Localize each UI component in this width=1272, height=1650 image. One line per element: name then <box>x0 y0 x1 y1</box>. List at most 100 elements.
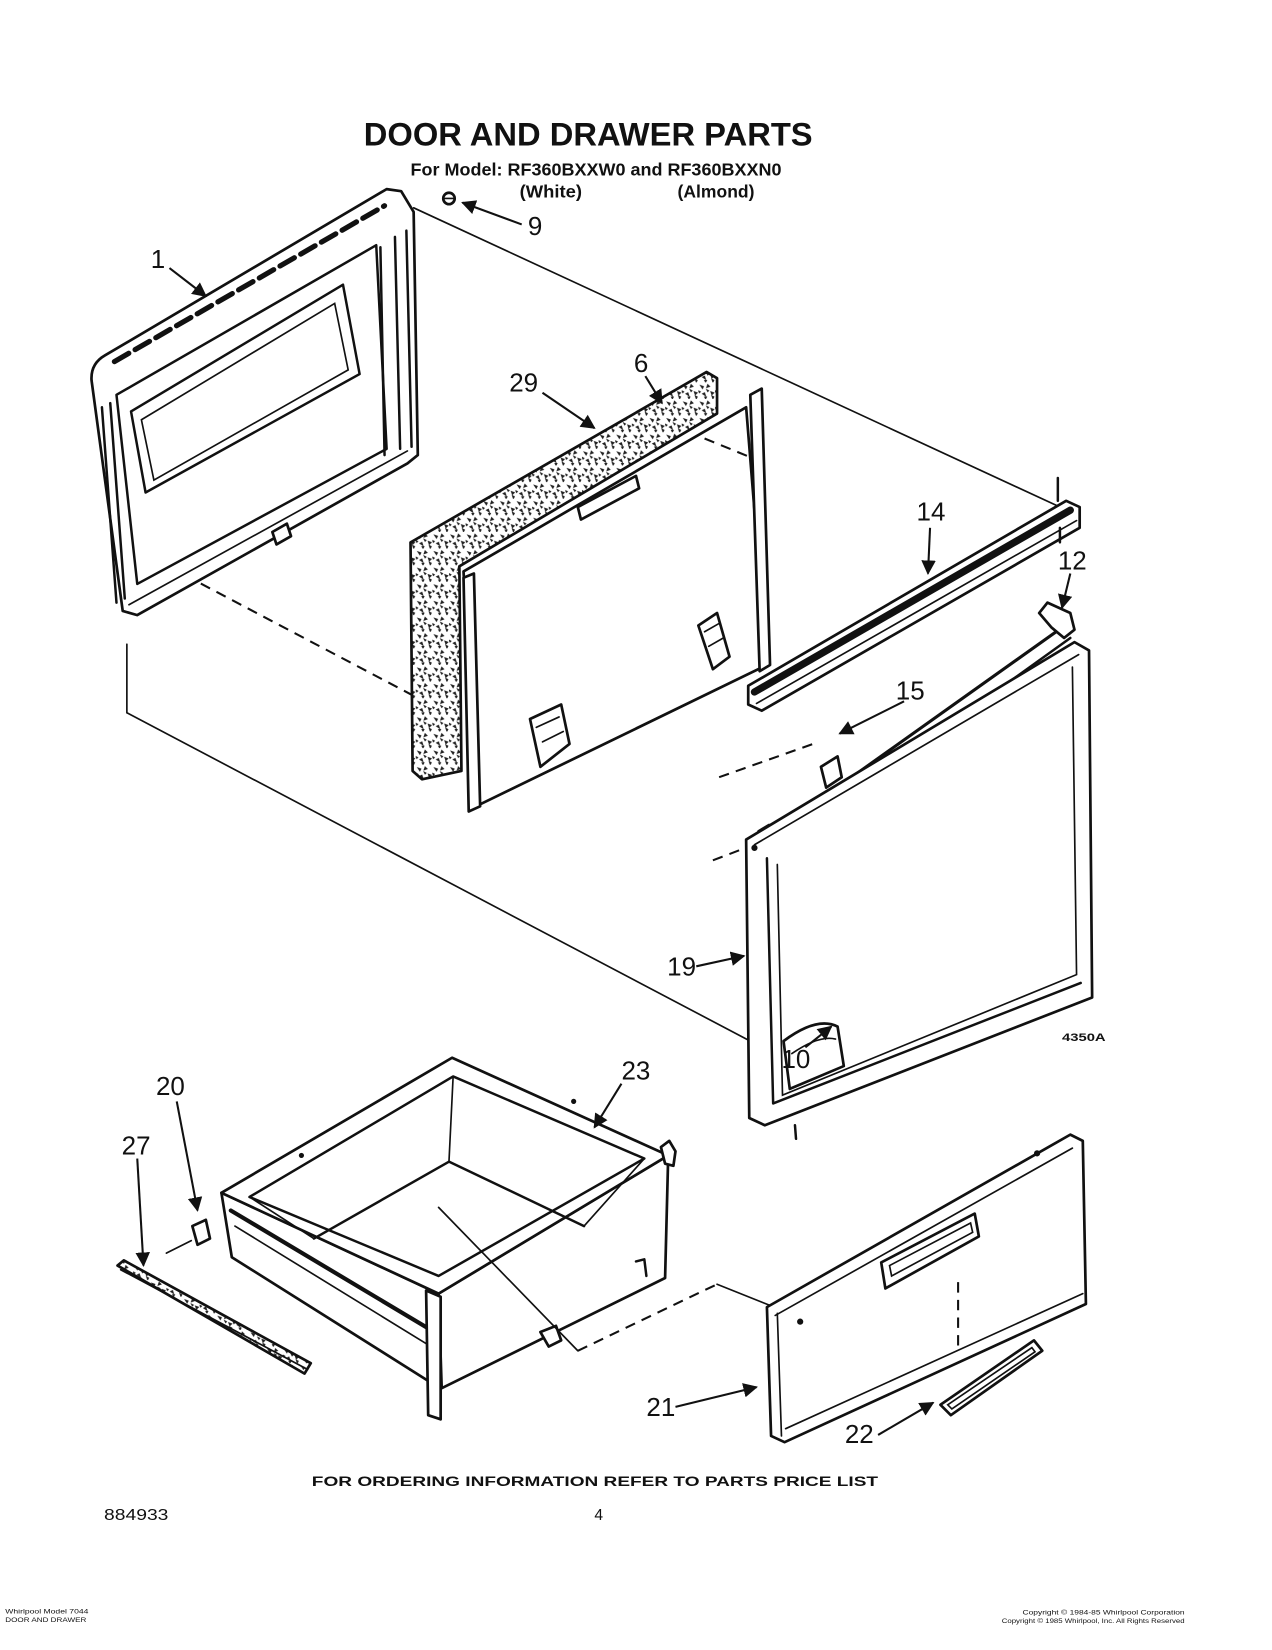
callout-20: 20 <box>156 1071 185 1101</box>
leader-6 <box>644 375 663 405</box>
callout-21: 21 <box>646 1392 675 1422</box>
drawer-front-alignment-line <box>577 1283 718 1352</box>
door-liner-right-flange <box>379 229 413 457</box>
drawer-slide-lower <box>234 1225 436 1350</box>
callout-27: 27 <box>122 1130 151 1160</box>
drawer-front-bottom-lip <box>784 1292 1084 1430</box>
leader-20 <box>175 1101 203 1212</box>
drawer-handle-inner <box>946 1346 1037 1411</box>
vent-trim-slot-band <box>750 506 1074 696</box>
leader-29 <box>541 391 596 429</box>
door-insulation <box>409 370 719 781</box>
variant-almond-label: (Almond) <box>678 181 755 201</box>
drawer-slide-upper <box>228 1208 437 1335</box>
drawer-front-panel <box>765 1133 1088 1444</box>
drawer-front-hole-left <box>797 1318 804 1325</box>
leader-12 <box>1058 573 1073 610</box>
callout-10: 10 <box>781 1044 810 1074</box>
copyright-line-2: Copyright © 1985 Whirlpool, Inc. All Rig… <box>1002 1617 1185 1625</box>
callout-14: 14 <box>917 497 946 527</box>
source-line-1: Whirlpool Model 7044 <box>5 1609 88 1616</box>
leader-15 <box>838 700 905 735</box>
leader-21 <box>675 1383 758 1408</box>
outer-door-frame-inner <box>776 666 1078 1097</box>
outer-door-frame <box>765 857 1082 1105</box>
source-line-2: DOOR AND DRAWER <box>5 1617 86 1624</box>
roller-axis-line <box>165 1239 193 1254</box>
callout-23: 23 <box>621 1056 650 1086</box>
door-window-glass <box>140 302 350 482</box>
callout-12: 12 <box>1058 545 1087 575</box>
drawer-front-left-edge <box>776 1312 783 1437</box>
vent-trim-lower-edge <box>755 519 1078 705</box>
handle-right-bracket <box>1037 601 1076 640</box>
door-to-panel-guide-line <box>126 643 752 1042</box>
door-liner-left-flange <box>100 401 127 604</box>
drawer-inner-corners <box>248 1075 646 1240</box>
rail-edge <box>119 1268 309 1371</box>
inner-panel-bracket-right-detail <box>703 622 725 648</box>
document-number: 884933 <box>104 1507 168 1524</box>
door-liner-bottom-tab <box>270 522 293 546</box>
outer-door-top-edge <box>753 653 1080 846</box>
door-screw <box>441 191 457 206</box>
drawing-code: 4350A <box>1062 1032 1106 1044</box>
callout-9: 9 <box>528 211 542 241</box>
page-number: 4 <box>594 1507 603 1524</box>
inner-panel-left-channel <box>462 572 482 813</box>
door-window-frame <box>129 283 361 494</box>
drawer-rim-hole-left <box>298 1152 305 1159</box>
outer-door-hole <box>751 844 758 851</box>
callout-29: 29 <box>509 368 538 398</box>
outer-door-panel <box>744 640 1094 1141</box>
door-to-trim-guide-line <box>412 206 1061 508</box>
drawer-roller <box>165 1218 212 1254</box>
callout-22: 22 <box>845 1419 874 1449</box>
callout-15: 15 <box>896 675 925 705</box>
drawer-front-body <box>765 1133 1088 1444</box>
insulation-slot <box>576 474 641 521</box>
inner-panel-bracket-left <box>528 703 571 769</box>
vent-trim <box>746 476 1082 713</box>
drawer-front-guide-line <box>437 1206 579 1352</box>
inner-panel-alignment-line <box>704 437 751 459</box>
drawer-rear-tab <box>659 1139 677 1168</box>
door-liner-outline <box>90 187 420 617</box>
drawer-corner-post <box>424 1289 443 1421</box>
drawer-rim-hole-right <box>571 1098 577 1104</box>
leader-22 <box>877 1401 935 1436</box>
leader-27 <box>135 1158 150 1268</box>
drawer-rail <box>116 1259 313 1375</box>
drawer-front-top-edge <box>774 1147 1074 1317</box>
callout-1: 1 <box>151 244 165 274</box>
inner-panel-bracket-right <box>696 611 731 671</box>
copyright-line-1: Copyright © 1984-85 Whirlpool Corporatio… <box>1023 1609 1185 1617</box>
variant-white-label: (White) <box>520 181 582 201</box>
callout-6: 6 <box>634 348 648 378</box>
leader-14 <box>921 527 936 576</box>
outer-door-bottom-tick <box>793 1124 798 1141</box>
leader-10 <box>804 1025 833 1049</box>
drawer-front-guide-line-2 <box>716 1283 770 1306</box>
inner-panel-right-channel <box>748 387 772 673</box>
door-liner-bottom-lip <box>128 450 409 606</box>
inner-panel-bracket-left-detail <box>535 716 565 743</box>
roller-body <box>190 1218 212 1247</box>
drawer-slide-stop <box>539 1324 563 1348</box>
ordering-note: FOR ORDERING INFORMATION REFER TO PARTS … <box>312 1474 879 1489</box>
door-liner-recess <box>115 243 388 586</box>
leader-1 <box>168 267 207 298</box>
drawer-front-hole-right <box>1033 1150 1041 1157</box>
storage-drawer <box>220 1056 677 1421</box>
model-line: For Model: RF360BXXW0 and RF360BXXN0 <box>411 160 782 180</box>
oven-door-liner <box>90 187 420 617</box>
door-liner-top-vents <box>111 203 388 365</box>
drawer-handle-body <box>939 1339 1044 1417</box>
inner-door-panel <box>462 387 772 813</box>
page-title: DOOR AND DRAWER PARTS <box>364 116 813 152</box>
drawer-handle <box>939 1339 1044 1417</box>
bottom-piece-detail <box>791 1037 837 1055</box>
drawer-side-tab <box>634 1258 648 1278</box>
drawer-front-handle-slot-inner <box>888 1221 974 1278</box>
